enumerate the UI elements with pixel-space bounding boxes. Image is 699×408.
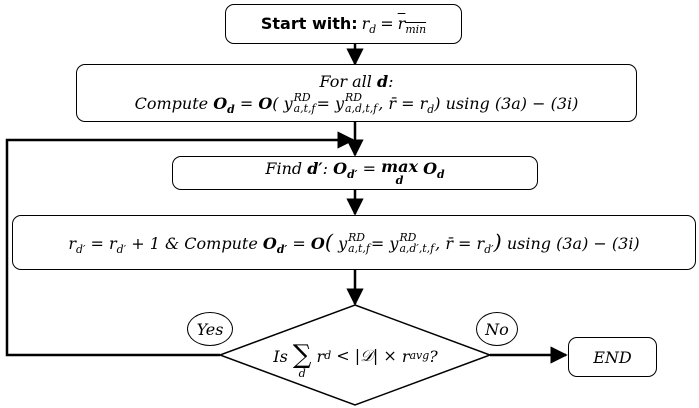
yes-label: Yes <box>187 312 233 346</box>
start-eq: = <box>380 14 394 33</box>
start-rhs: rmin <box>397 14 427 37</box>
decision-diamond <box>217 304 493 406</box>
compute-all-line1: For all d: <box>319 72 394 92</box>
loop-back-yes-path <box>5 131 355 357</box>
end-box: END <box>568 337 657 377</box>
no-label: No <box>476 312 518 346</box>
start-var: rd <box>361 14 377 37</box>
start-box: Start with: rd = rmin <box>225 4 462 44</box>
start-prefix: Start with: <box>260 14 358 33</box>
